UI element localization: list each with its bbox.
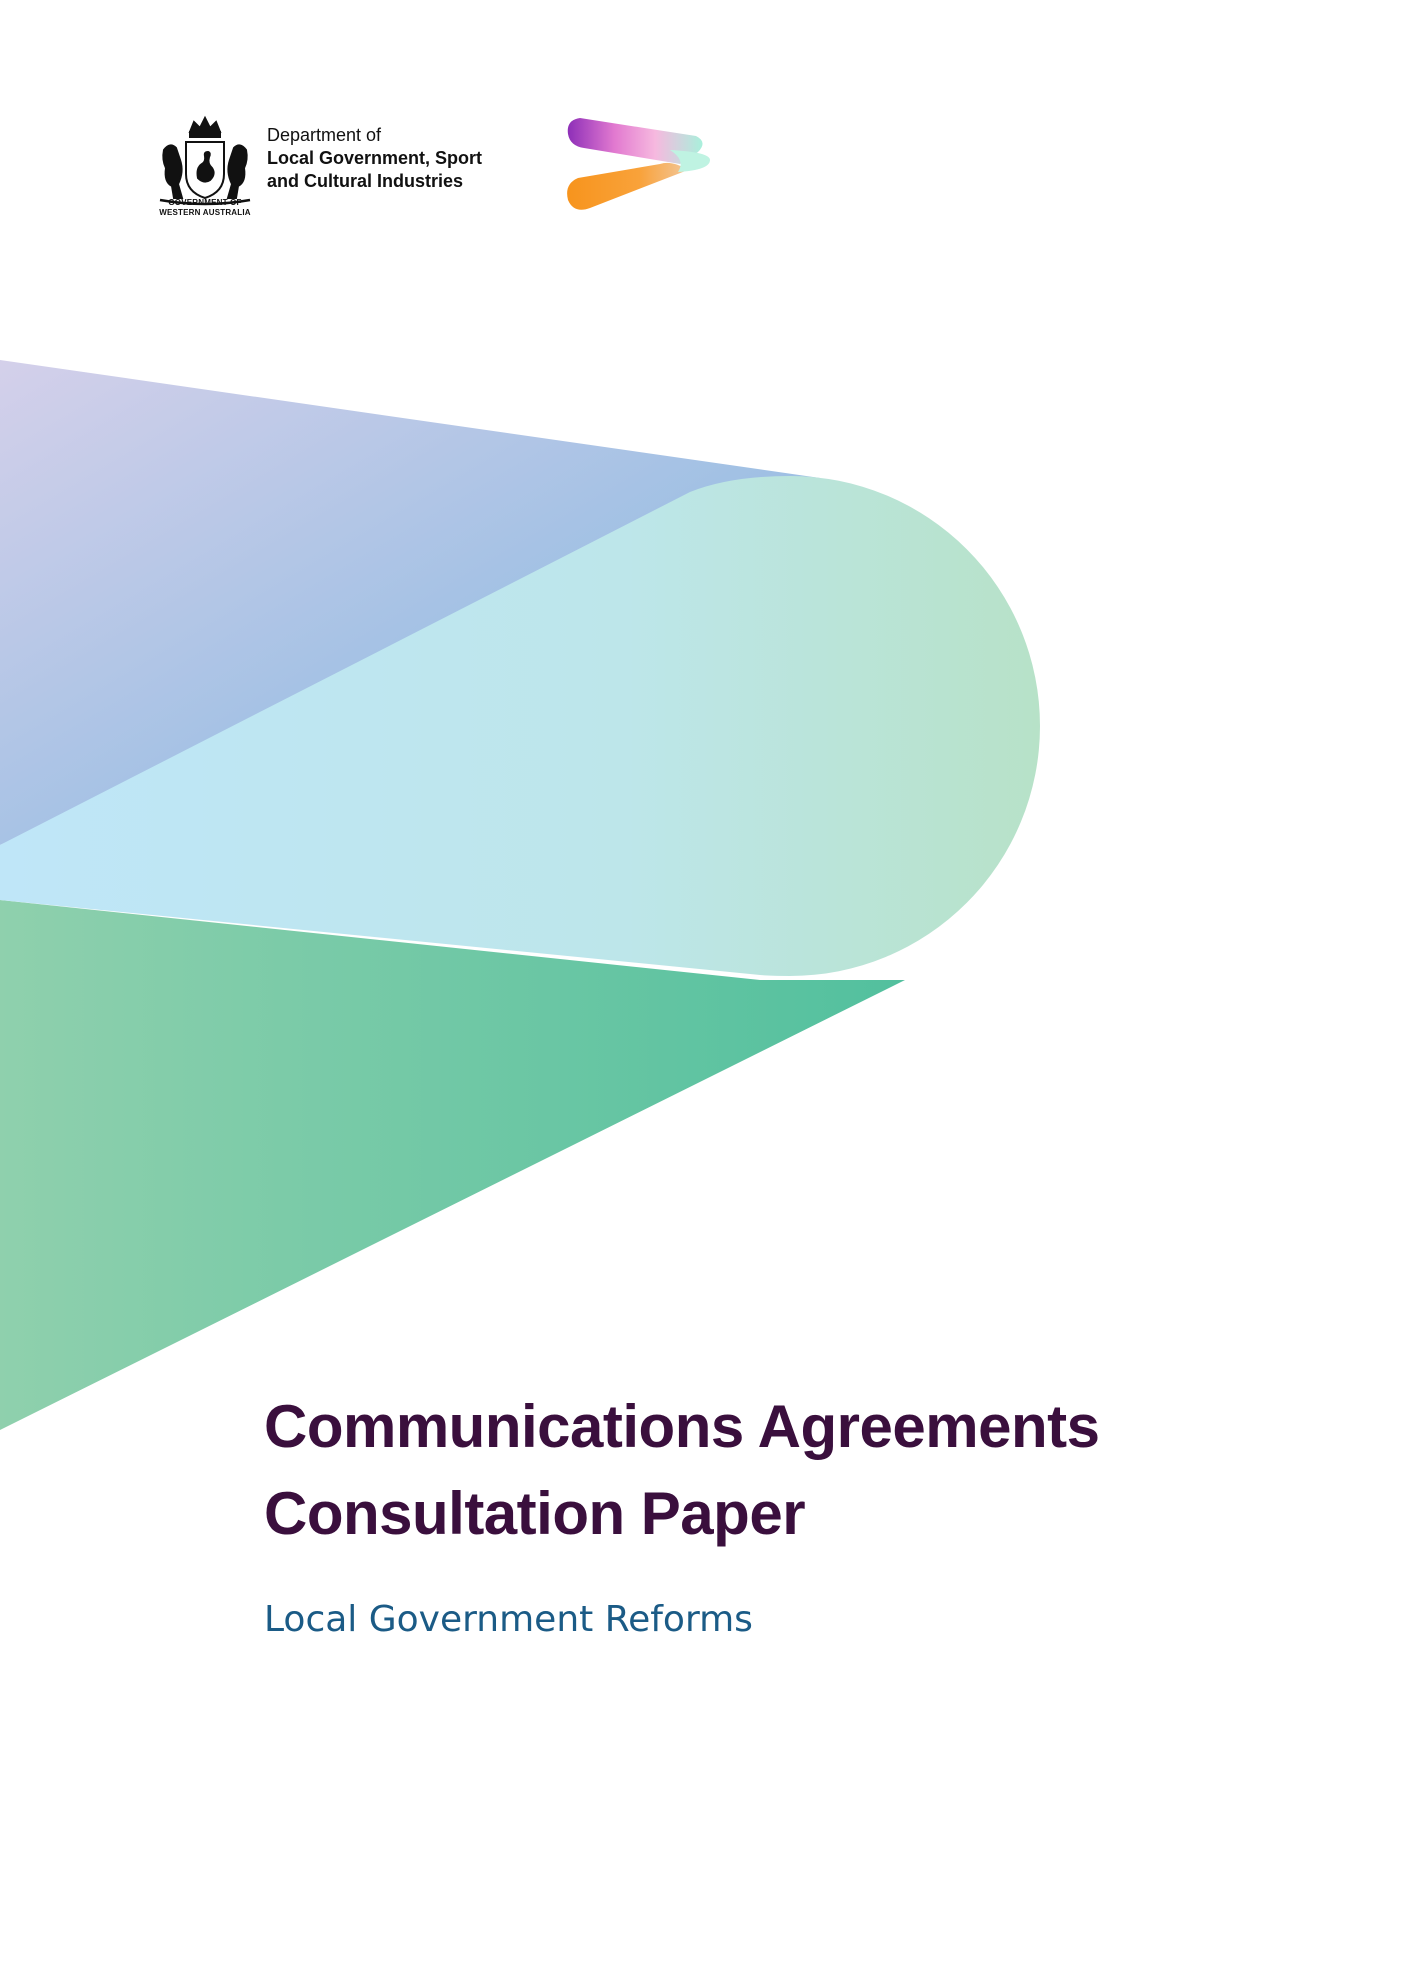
title-line-1: Communications Agreements bbox=[264, 1393, 1100, 1460]
chevron-logo-icon bbox=[567, 118, 710, 210]
crest-caption-line-1: GOVERNMENT OF bbox=[168, 198, 242, 207]
crest-caption-line-2: WESTERN AUSTRALIA bbox=[159, 208, 251, 217]
hero-chevron-graphic bbox=[0, 360, 1040, 1430]
department-line-3: and Cultural Industries bbox=[267, 171, 464, 191]
crest-caption: GOVERNMENT OF WESTERN AUSTRALIA bbox=[146, 198, 264, 218]
wa-government-crest-icon bbox=[159, 115, 251, 206]
department-name: Department of Local Government, Sport an… bbox=[267, 124, 482, 193]
title-line-2: Consultation Paper bbox=[264, 1480, 806, 1547]
page-title: Communications Agreements Consultation P… bbox=[264, 1383, 1100, 1557]
department-line-1: Department of bbox=[267, 125, 382, 145]
page-subtitle: Local Government Reforms bbox=[264, 1599, 753, 1640]
department-line-2: Local Government, Sport bbox=[267, 148, 483, 168]
